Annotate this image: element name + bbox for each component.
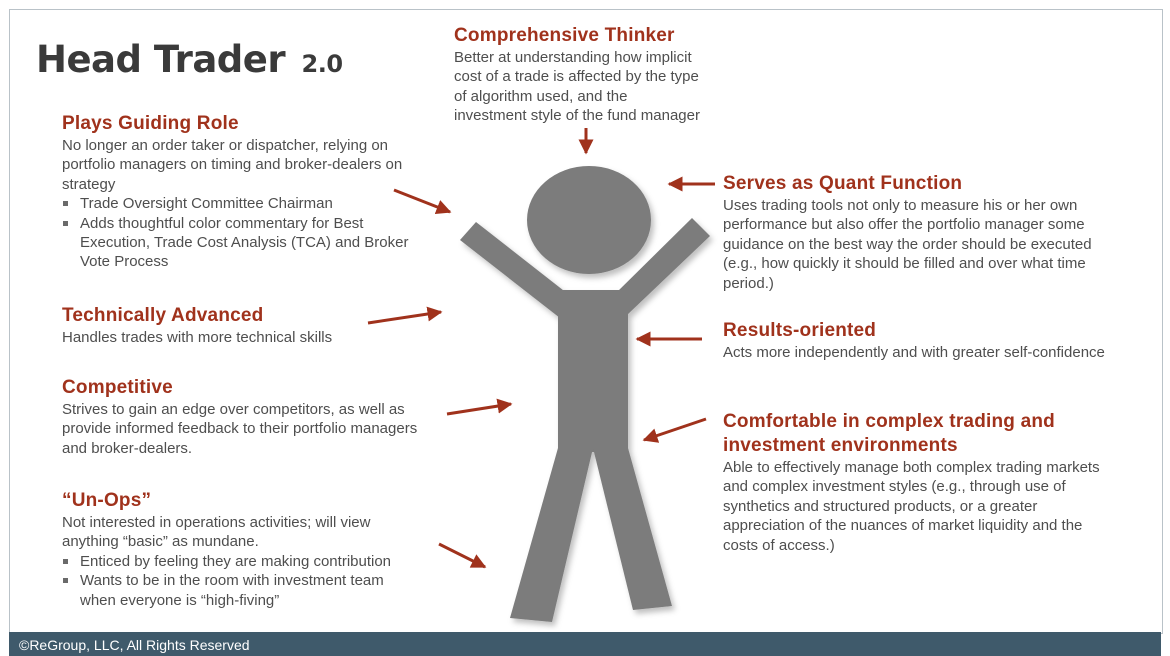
bullets-guiding-role: Trade Oversight Committee Chairman Adds …	[62, 194, 452, 272]
heading-results-oriented: Results-oriented	[723, 320, 877, 341]
desc-line: anything “basic” as mundane.	[62, 533, 259, 551]
title-main: Head Trader	[36, 38, 286, 81]
desc-line: period.)	[723, 274, 774, 292]
desc-quant-function: Uses trading tools not only to measure h…	[723, 196, 1143, 293]
desc-line: No longer an order taker or dispatcher, …	[62, 137, 389, 154]
bullet-item: Trade Oversight Committee Chairman	[62, 194, 452, 213]
bullet-item: Adds thoughtful color commentary for Bes…	[62, 214, 452, 272]
bullet-line: Vote Process	[80, 253, 169, 271]
heading-competitive: Competitive	[62, 377, 173, 398]
arrow-competitive	[446, 398, 513, 416]
figure-right-arm	[615, 218, 710, 316]
desc-line: costs of access.)	[723, 536, 835, 554]
bullet-line: Adds thoughtful color commentary for Bes…	[80, 214, 364, 232]
heading-quant-function: Serves as Quant Function	[723, 173, 963, 194]
desc-line: Able to effectively manage both complex …	[723, 459, 1100, 476]
arrow-complex	[642, 417, 707, 443]
desc-line: Better at understanding how implicit	[454, 49, 692, 66]
desc-line: Strives to gain an edge over competitors…	[62, 401, 405, 418]
desc-line: and broker-dealers.	[62, 439, 193, 457]
heading-line: Comfortable in complex trading and	[723, 411, 1055, 432]
desc-line: provide informed feedback to their portf…	[62, 420, 418, 438]
bullets-un-ops: Enticed by feeling they are making contr…	[62, 552, 442, 610]
block-comprehensive-thinker: Comprehensive Thinker Better at understa…	[454, 24, 754, 126]
block-results-oriented: Results-oriented Acts more independently…	[723, 319, 1143, 362]
desc-results-oriented: Acts more independently and with greater…	[723, 343, 1143, 362]
desc-technically-advanced: Handles trades with more technical skill…	[62, 328, 392, 347]
desc-line: appreciation of the nuances of market li…	[723, 517, 1083, 535]
desc-complex-environments: Able to effectively manage both complex …	[723, 458, 1153, 555]
stick-figure-icon	[460, 166, 710, 622]
footer-bar: ©ReGroup, LLC, All Rights Reserved	[9, 632, 1161, 656]
heading-guiding-role: Plays Guiding Role	[62, 113, 239, 134]
desc-line: synthetics and structured products, or a…	[723, 497, 1038, 515]
desc-line: (e.g., how quickly it should be filled a…	[723, 255, 1086, 273]
bullet-line: Wants to be in the room with investment …	[80, 572, 384, 590]
desc-line: Acts more independently and with greater…	[723, 344, 1105, 361]
block-quant-function: Serves as Quant Function Uses trading to…	[723, 172, 1143, 293]
desc-line: guidance on the best way the order shoul…	[723, 235, 1092, 253]
desc-line: performance but also offer the portfolio…	[723, 216, 1085, 234]
heading-technically-advanced: Technically Advanced	[62, 305, 264, 326]
desc-line: Not interested in operations activities;…	[62, 514, 371, 531]
figure-torso	[558, 290, 628, 452]
page-title: Head Trader 2.0	[36, 38, 343, 81]
copyright-text: ©ReGroup, LLC, All Rights Reserved	[19, 637, 250, 653]
bullet-line: Execution, Trade Cost Analysis (TCA) and…	[80, 234, 409, 252]
figure-head	[527, 166, 651, 274]
bullet-line: Trade Oversight Committee Chairman	[80, 195, 333, 213]
arrow-technical	[367, 306, 443, 325]
desc-line: investment style of the fund manager	[454, 107, 700, 125]
figure-left-arm	[460, 222, 568, 318]
desc-guiding-role: No longer an order taker or dispatcher, …	[62, 136, 452, 194]
title-version: 2.0	[301, 50, 344, 78]
desc-line: Handles trades with more technical skill…	[62, 329, 333, 346]
bullet-item: Wants to be in the room with investment …	[62, 571, 442, 610]
block-technically-advanced: Technically Advanced Handles trades with…	[62, 304, 392, 347]
figure-right-leg	[593, 448, 672, 610]
desc-line: portfolio managers on timing and broker-…	[62, 156, 403, 174]
desc-line: strategy	[62, 175, 116, 193]
desc-line: Uses trading tools not only to measure h…	[723, 197, 1078, 214]
desc-comprehensive-thinker: Better at understanding how implicit cos…	[454, 48, 754, 126]
heading-un-ops: “Un-Ops”	[62, 490, 152, 511]
block-guiding-role: Plays Guiding Role No longer an order ta…	[62, 112, 452, 272]
bullet-item: Enticed by feeling they are making contr…	[62, 552, 442, 571]
heading-comprehensive-thinker: Comprehensive Thinker	[454, 25, 675, 46]
figure-left-leg	[510, 448, 593, 622]
arrow-unops	[438, 542, 487, 569]
heading-line: investment environments	[723, 435, 958, 456]
desc-line: of algorithm used, and the	[454, 87, 628, 105]
bullet-line: when everyone is “high-fiving”	[80, 591, 280, 609]
desc-line: cost of a trade is affected by the type	[454, 68, 699, 86]
arrow-guiding	[393, 188, 452, 215]
block-competitive: Competitive Strives to gain an edge over…	[62, 376, 452, 458]
block-un-ops: “Un-Ops” Not interested in operations ac…	[62, 489, 442, 610]
desc-competitive: Strives to gain an edge over competitors…	[62, 400, 452, 458]
desc-un-ops: Not interested in operations activities;…	[62, 513, 442, 552]
heading-complex-environments: Comfortable in complex trading and inves…	[723, 410, 1153, 458]
block-complex-environments: Comfortable in complex trading and inves…	[723, 410, 1153, 555]
desc-line: and complex investment styles (e.g., thr…	[723, 478, 1066, 496]
bullet-line: Enticed by feeling they are making contr…	[80, 552, 392, 570]
